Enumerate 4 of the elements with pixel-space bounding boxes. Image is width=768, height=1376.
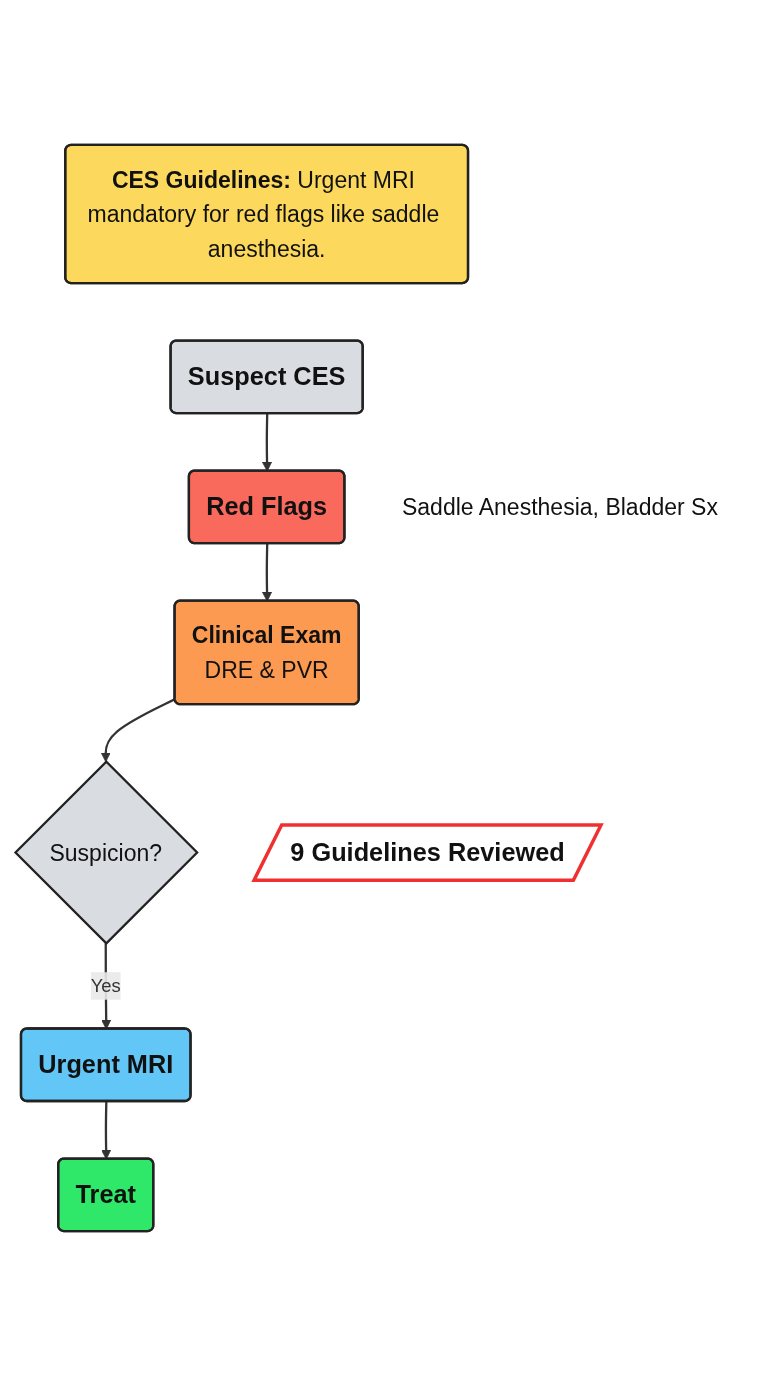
edge-label: Yes	[90, 975, 121, 996]
node-label: Saddle Anesthesia, Bladder Sx	[401, 494, 718, 520]
arrow	[100, 698, 176, 763]
node-diamond: Suspicion?	[13, 760, 199, 945]
